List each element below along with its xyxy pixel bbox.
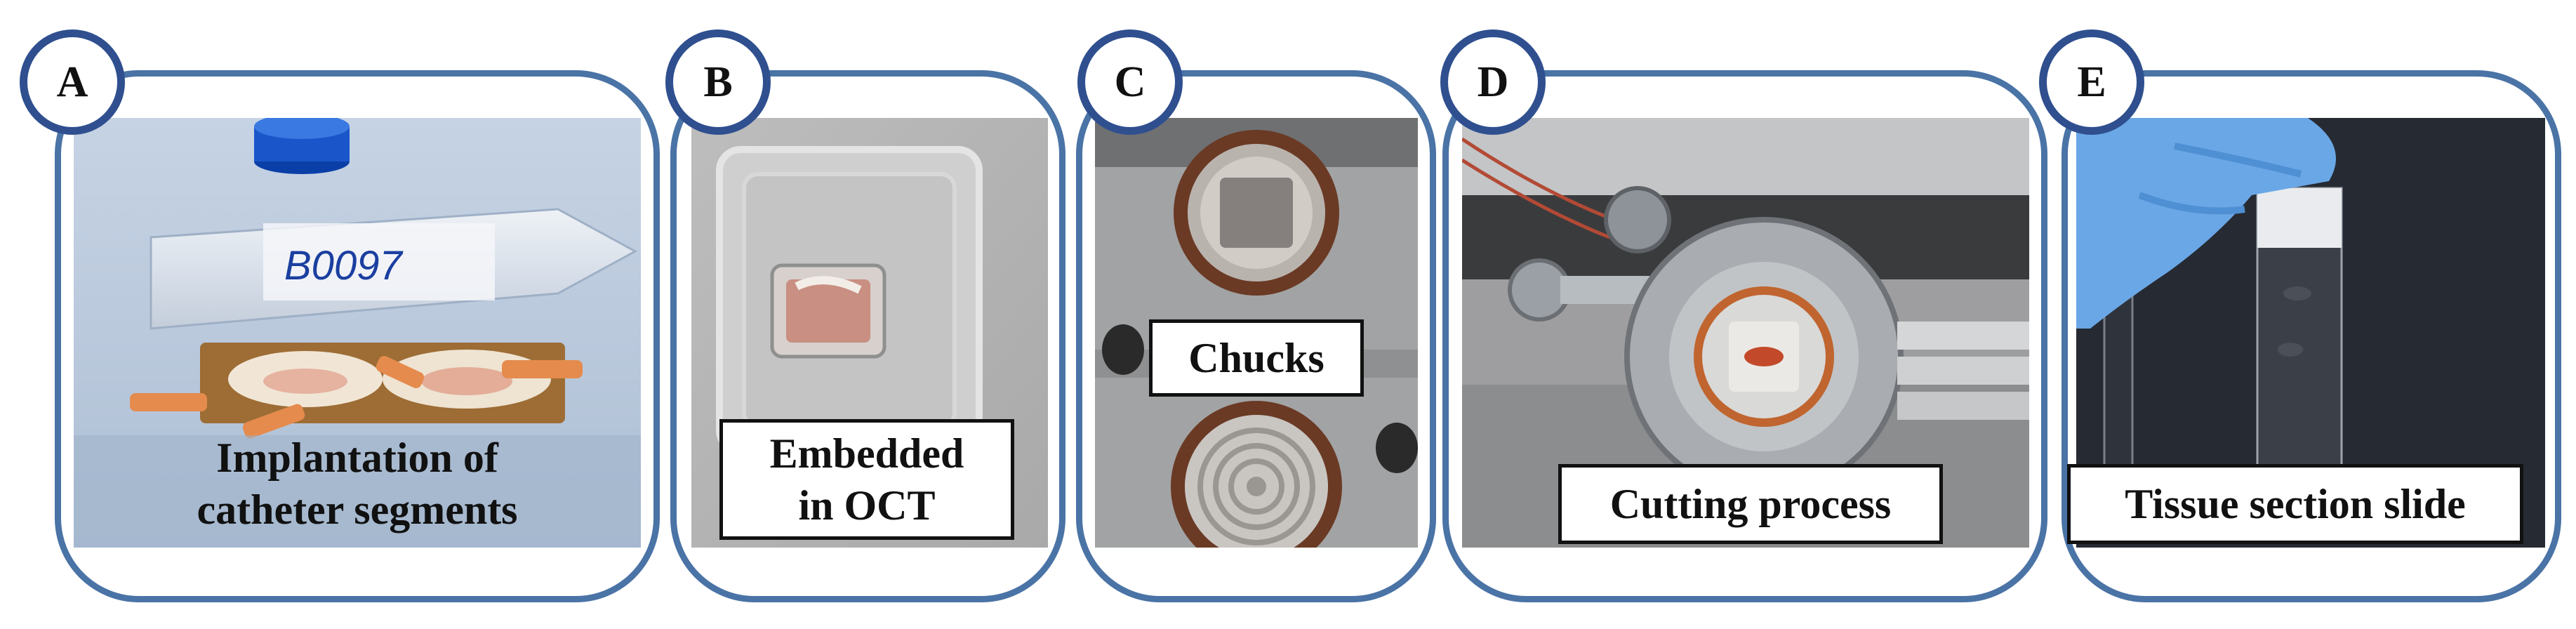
panel-a-photo: B0097 [74, 118, 641, 548]
panel-d-label: D [1440, 29, 1546, 135]
panel-b-caption: Embedded in OCT [719, 419, 1014, 540]
panel-a-label: A [20, 29, 125, 135]
panel-b-caption-line2: in OCT [798, 482, 936, 529]
tube-label: B0097 [284, 243, 404, 289]
panel-c-label: C [1077, 29, 1183, 135]
panel-d-caption: Cutting process [1558, 464, 1943, 544]
panel-c-caption: Chucks [1149, 319, 1364, 397]
panel-b-caption-line1: Embedded [769, 430, 964, 477]
panel-b-label: B [665, 29, 771, 135]
panel-e-caption: Tissue section slide [2067, 464, 2523, 544]
panel-a-caption-line1: Implantation of [216, 435, 498, 481]
panel-a-caption-line2: catheter segments [197, 486, 518, 533]
panel-e-label: E [2039, 29, 2144, 135]
panel-a-caption: Implantation of catheter segments [74, 432, 641, 536]
panel-c-photo [1095, 118, 1418, 548]
